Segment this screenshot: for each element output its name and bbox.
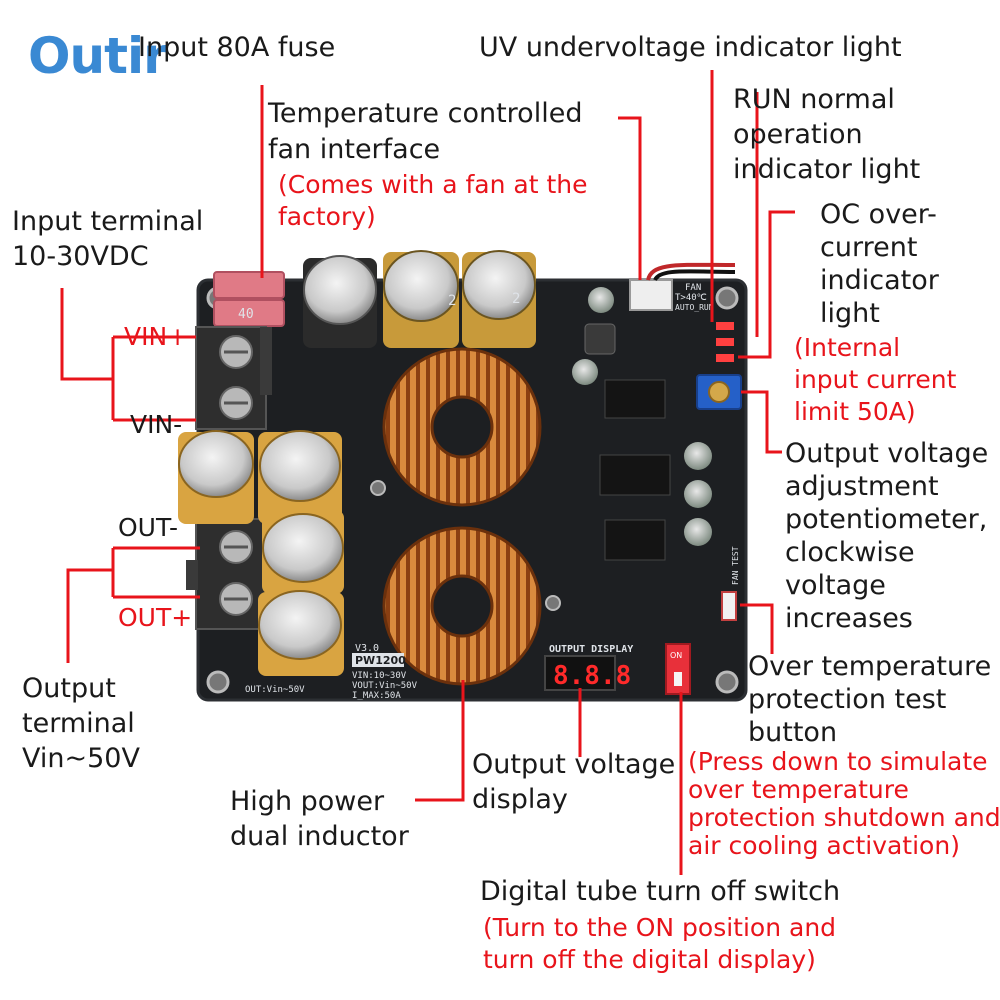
input-capacitors: 2 2 [303,250,536,348]
seven-seg-display [544,655,616,691]
output-capacitors [178,430,344,676]
callout-uv-light: UV undervoltage indicator light [479,32,902,63]
svg-text:PW1200: PW1200 [355,654,406,667]
label-out-minus: OUT- [118,513,178,542]
mount-hole [370,480,386,496]
inductor-top [382,347,542,507]
fuse-value: 40 [238,307,254,322]
svg-text:AUTO_RUN: AUTO_RUN [675,303,714,312]
mount-hole [545,595,561,611]
svg-text:2: 2 [512,291,520,307]
small-cap [684,518,712,546]
svg-text:FAN TEST: FAN TEST [731,546,740,585]
svg-text:VOUT:Vin~50V: VOUT:Vin~50V [352,681,418,691]
brand-logo: Outir [28,27,168,85]
leader-lines [60,70,795,875]
mount-hole [715,286,739,310]
mount-hole [206,670,230,694]
svg-text:2: 2 [448,293,456,309]
label-vin-minus: VIN- [130,410,183,439]
small-cap [684,480,712,508]
label-vin-plus: VIN+ [124,322,189,351]
oc-led [716,354,734,362]
svg-text:FAN: FAN [685,283,701,293]
fuse-top [213,271,285,299]
small-cap [684,442,712,470]
svg-text:T>40℃: T>40℃ [675,293,707,303]
small-cap [572,359,598,385]
display-label: OUTPUT DISPLAY [549,644,633,655]
svg-text:I_MAX:50A: I_MAX:50A [352,691,401,701]
svg-text:ON: ON [670,651,682,660]
fan-test-button [721,591,737,621]
run-led [716,338,734,346]
svg-text:VIN:10~30V: VIN:10~30V [352,671,407,681]
uv-led [716,322,734,330]
callout-fuse: Input 80A fuse [138,32,336,63]
svg-text:V3.0: V3.0 [355,643,379,654]
seven-seg-digits: 8.8.8 [553,661,631,691]
inductor-bottom [382,526,542,686]
svg-text:OUT:Vin~50V: OUT:Vin~50V [245,685,305,695]
label-out-plus: OUT+ [118,603,193,632]
small-cap [588,287,614,313]
fan-connector [629,279,673,311]
mount-hole [715,670,739,694]
